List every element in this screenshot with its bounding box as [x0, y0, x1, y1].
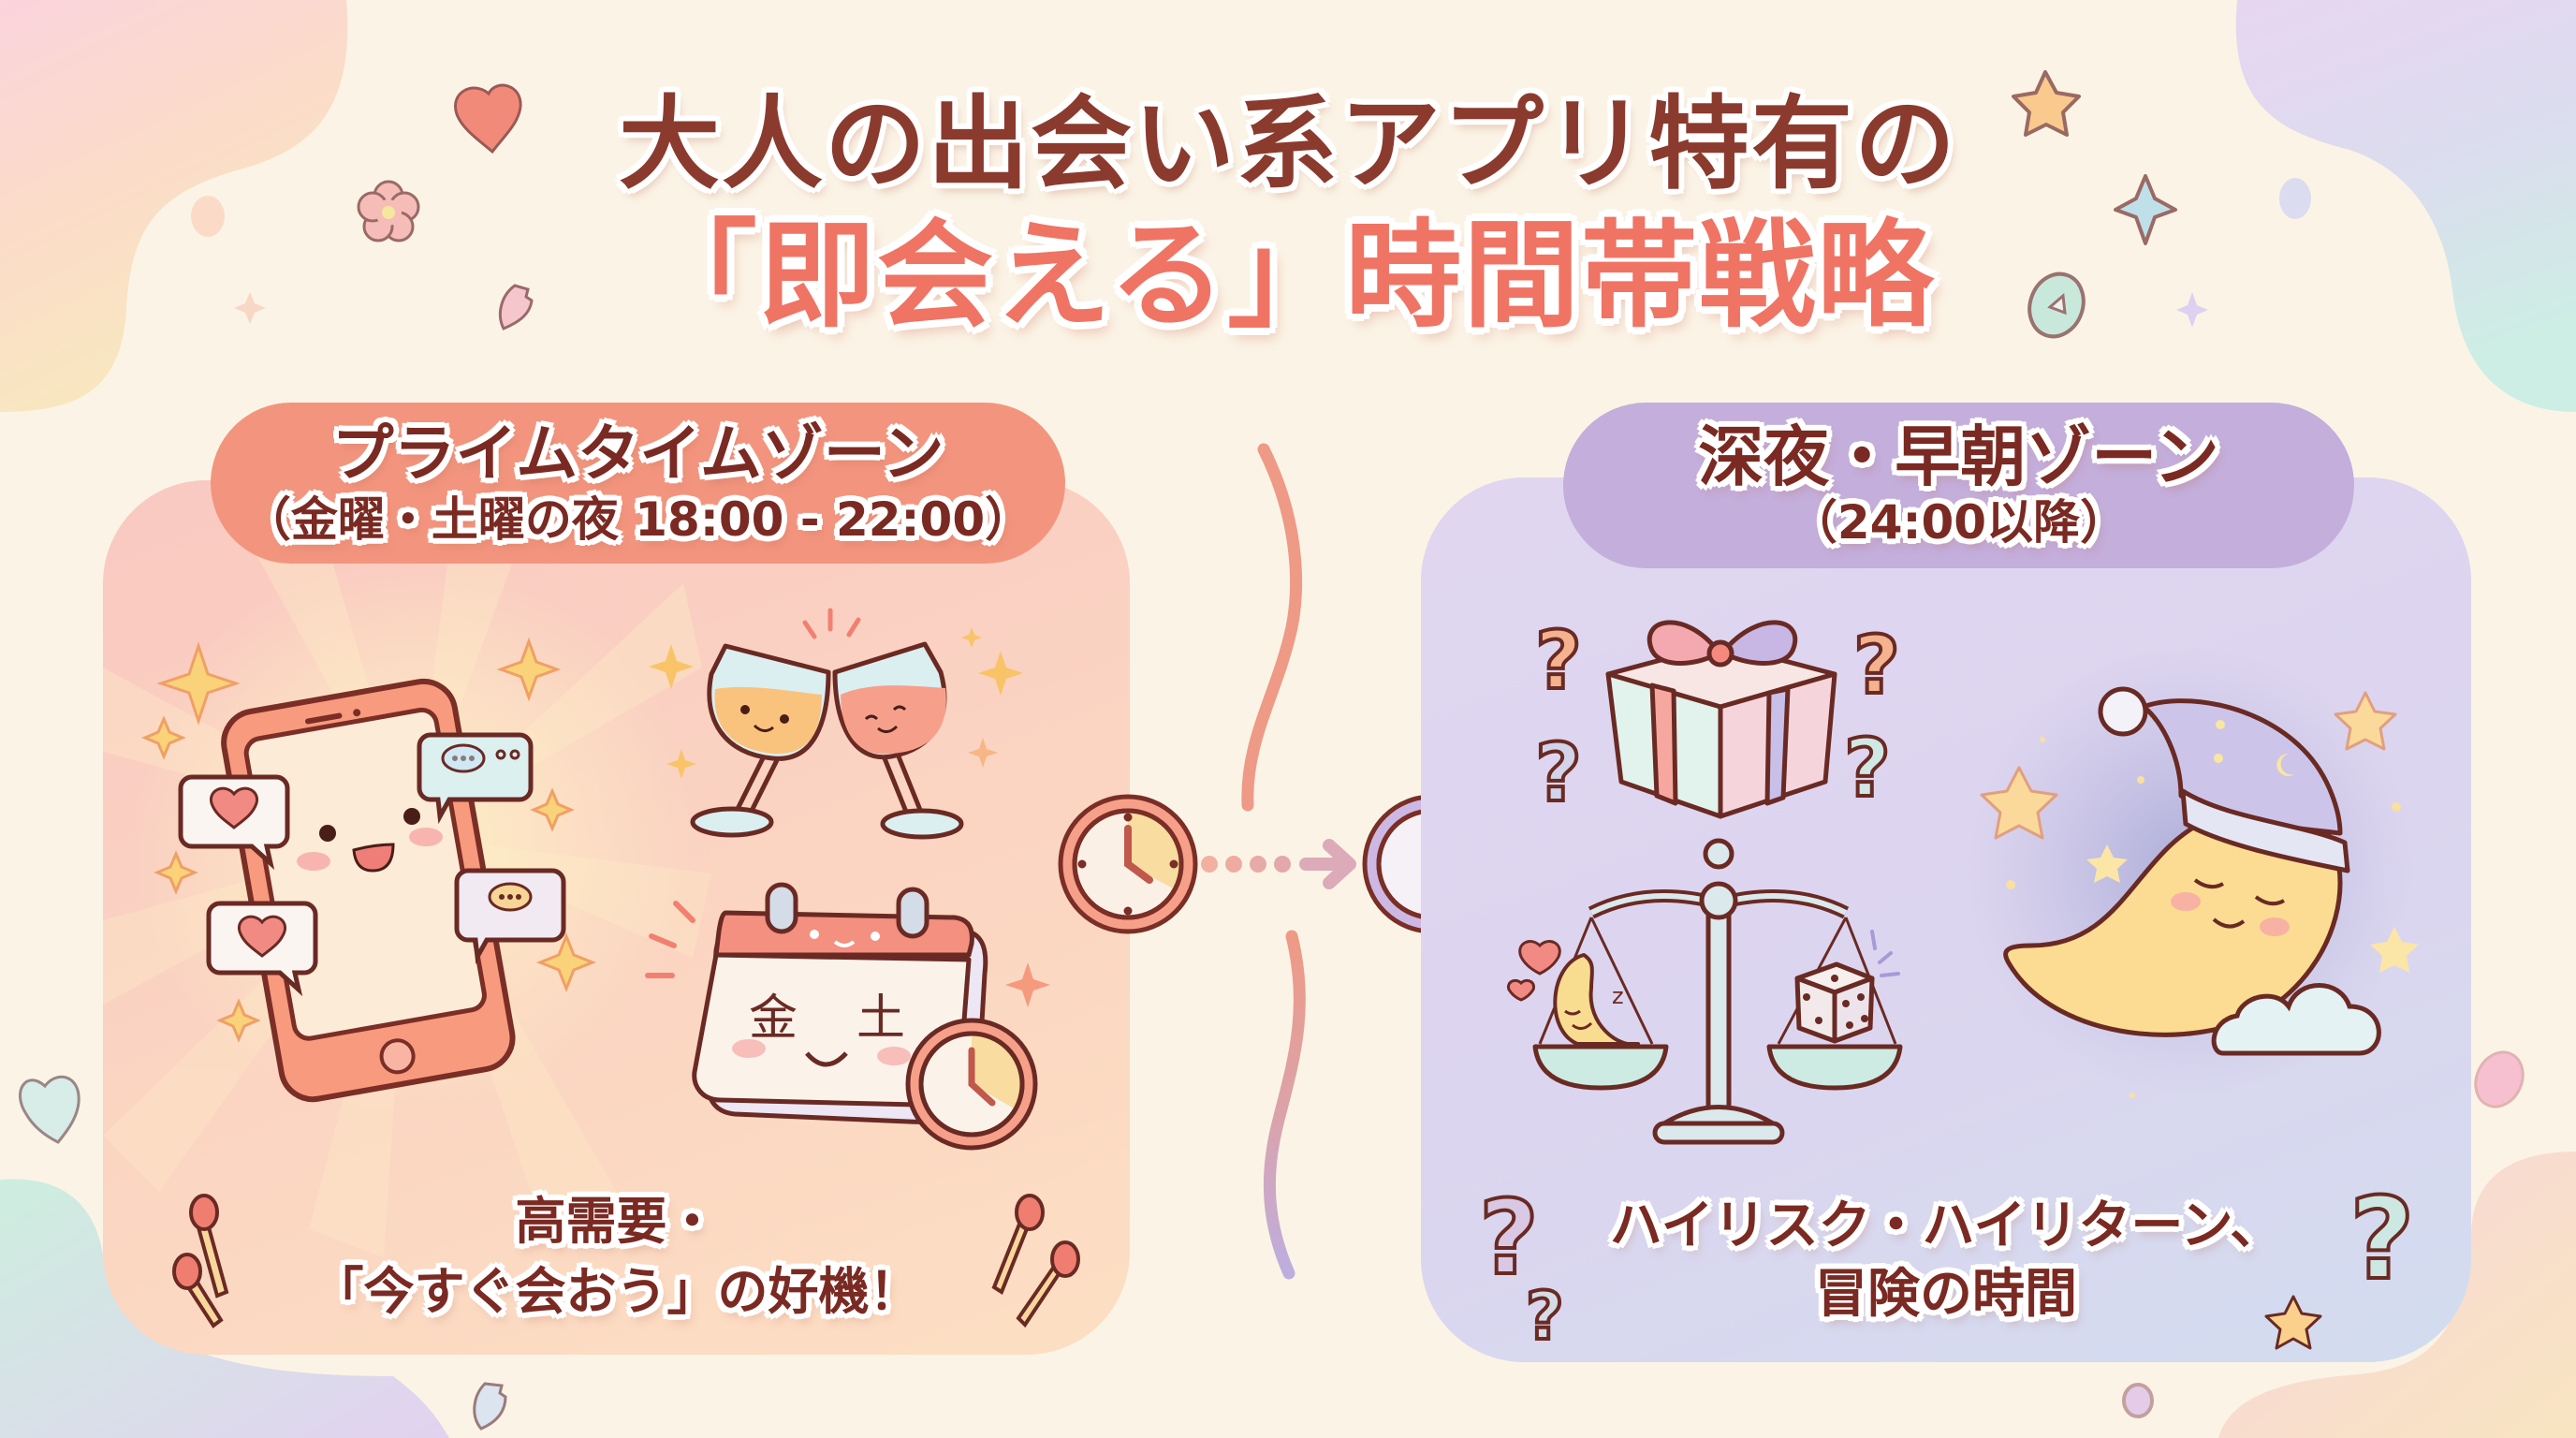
heart-icon [1506, 940, 1561, 1002]
page-title-line2: 「即会える」時間帯戦略 [640, 209, 1936, 344]
sparkle-icon [141, 637, 597, 1043]
svg-text:?: ? [1535, 614, 1582, 708]
clock-icon [905, 1018, 1038, 1151]
heart-message-bubble [206, 901, 318, 997]
question-marks-decoration: ? ? ? [1477, 1173, 2417, 1357]
smiling-face [297, 808, 443, 873]
flower-icon [357, 180, 420, 242]
petal-icon [473, 1382, 507, 1431]
calendar-day-friday: 金 [749, 990, 798, 1047]
sparkle-icon [649, 627, 1023, 779]
page-title-line1: 大人の出会い系アプリ特有の [618, 86, 1957, 203]
sleeping-moon-illustration [1966, 646, 2419, 1098]
cloud-icon [2211, 983, 2381, 1056]
clock-icon [1058, 794, 1198, 934]
star-icon [1980, 691, 2419, 973]
night-caption-line2: 冒険の時間 [1815, 1264, 2077, 1325]
sparkle-icon [2114, 174, 2177, 245]
star-icon [2264, 1295, 2322, 1350]
petal-icon [499, 284, 534, 330]
heart-icon [454, 83, 522, 154]
prime-zone-title: プライムタイムゾーン [331, 418, 944, 490]
heart-icon [18, 1075, 80, 1144]
night-caption-line1: ハイリスク・ハイリターン、 [1609, 1196, 2283, 1256]
prime-caption-line2: 「今すぐ会おう」の好機！ [313, 1262, 920, 1321]
night-zone-header: 深夜・早朝ゾーン （24:00以降） [1563, 403, 2354, 568]
dotted-arrow-icon [1201, 839, 1356, 889]
chat-message-bubble [417, 732, 534, 825]
chat-message-bubble [454, 868, 566, 965]
question-mark-icon: ? ? ? ? [1533, 612, 1902, 822]
toasting-wine-glasses-illustration [649, 608, 1023, 840]
question-mark-icon: ? [1479, 1178, 1539, 1298]
matches-icon-left [172, 1194, 229, 1328]
prime-zone-subtitle: （金曜・土曜の夜 18:00 - 22:00） [243, 492, 1032, 547]
sleep-z-text: z [1612, 983, 1624, 1009]
prime-caption-line1: 高需要・ [515, 1192, 718, 1251]
mystery-gift-box-illustration: ? ? ? ? [1533, 612, 1902, 822]
balance-scale-illustration: z [1506, 838, 1903, 1145]
bubble-icon [2122, 1383, 2154, 1418]
svg-text:?: ? [1535, 726, 1582, 820]
question-mark-icon: ? [2349, 1175, 2415, 1305]
night-zone-title: 深夜・早朝ゾーン [1698, 418, 2219, 495]
calendar-with-clock-illustration: 金 土 [645, 882, 1050, 1151]
bubble-icon [2474, 1050, 2525, 1108]
question-mark-icon: ? [1526, 1278, 1564, 1355]
svg-text:?: ? [1853, 619, 1900, 712]
svg-text:?: ? [1844, 722, 1891, 815]
star-icon [2012, 70, 2081, 137]
matches-icon-right [991, 1194, 1080, 1328]
zone-divider [1241, 443, 1306, 1280]
smartphone-illustration [141, 637, 597, 1103]
night-zone-subtitle: （24:00以降） [1790, 494, 2128, 550]
sparkle-icon [1005, 962, 1050, 1007]
heart-message-bubble [178, 774, 290, 871]
sparkle-icon [234, 292, 266, 324]
calendar-day-saturday: 土 [856, 990, 905, 1047]
sparkle-icon [2176, 292, 2208, 328]
prime-zone-header: プライムタイムゾーン （金曜・土曜の夜 18:00 - 22:00） [211, 403, 1065, 564]
